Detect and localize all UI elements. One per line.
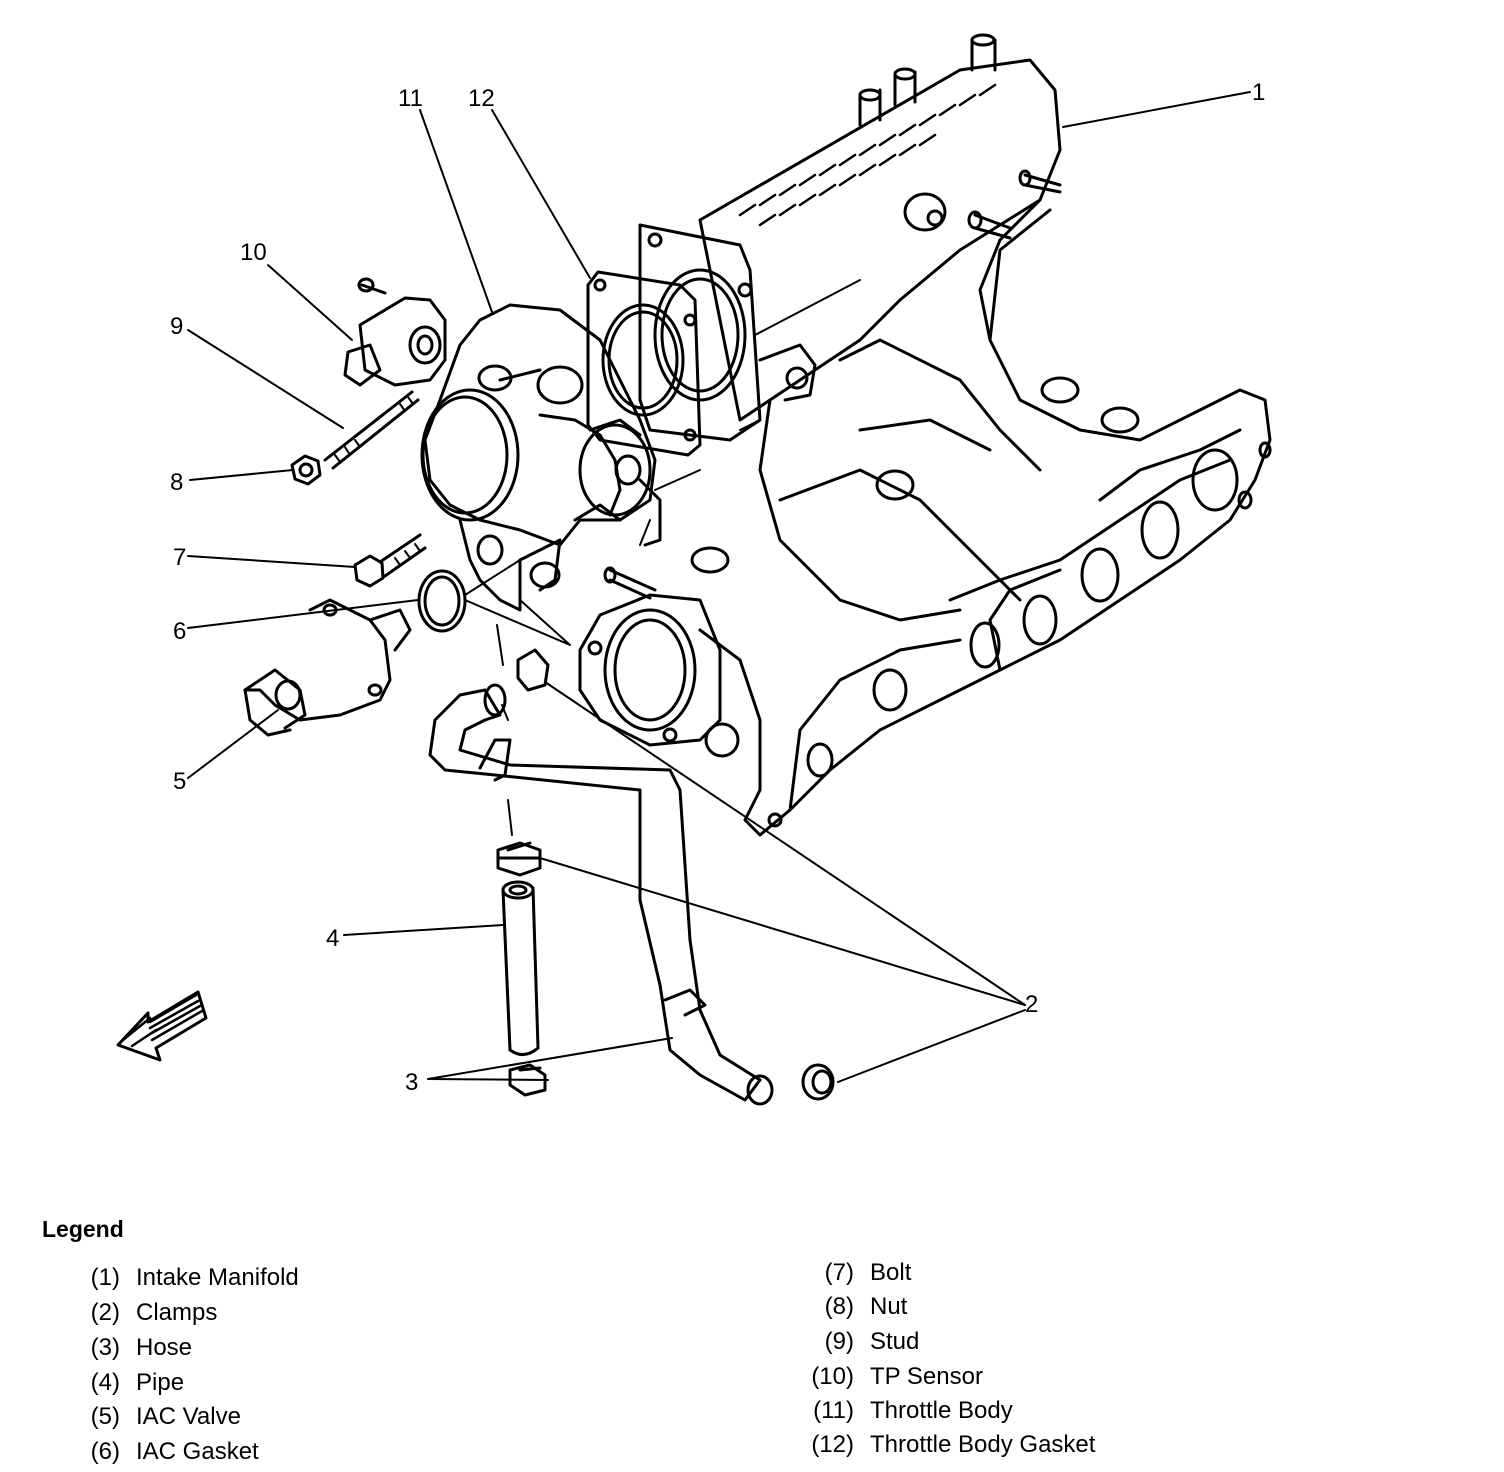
legend-item-label: Hose xyxy=(136,1334,193,1361)
bolt xyxy=(353,533,427,588)
legend-item-number: (4) xyxy=(90,1369,120,1396)
legend-item-label: Intake Manifold xyxy=(136,1264,299,1291)
callout-numbers: 1 2 3 4 5 6 7 8 9 10 11 12 xyxy=(170,79,1265,1096)
legend-item-number: (7) xyxy=(824,1259,854,1286)
assembly-lines xyxy=(464,279,861,836)
callout-6: 6 xyxy=(173,618,186,645)
callout-11: 11 xyxy=(398,85,423,112)
callout-4: 4 xyxy=(326,925,339,952)
callout-2: 2 xyxy=(1025,991,1038,1018)
legend-item-number: (12) xyxy=(811,1431,854,1458)
throttle-body xyxy=(420,303,662,612)
legend-item: (6) IAC Gasket xyxy=(64,1438,259,1466)
callout-9: 9 xyxy=(170,313,183,340)
front-arrow-icon xyxy=(116,990,208,1062)
legend-item-label: Throttle Body xyxy=(870,1397,1013,1424)
legend-title: Legend xyxy=(42,1216,124,1242)
legend-item: (1) Intake Manifold xyxy=(64,1264,299,1292)
legend-item: (7) Bolt xyxy=(798,1259,912,1287)
legend-item: (8) Nut xyxy=(798,1293,908,1321)
legend-item-label: Nut xyxy=(870,1293,908,1320)
legend-item: (11) Throttle Body xyxy=(798,1397,1013,1425)
legend-item-number: (5) xyxy=(90,1403,120,1430)
iac-gasket xyxy=(417,569,467,633)
legend-item-label: Bolt xyxy=(870,1259,912,1286)
callout-12: 12 xyxy=(468,85,495,112)
callout-3: 3 xyxy=(405,1069,418,1096)
legend-item-label: IAC Gasket xyxy=(136,1438,259,1465)
legend-item: (10) TP Sensor xyxy=(798,1363,983,1391)
hose xyxy=(428,683,774,1106)
pipe xyxy=(501,880,540,1056)
iac-valve xyxy=(243,598,412,737)
legend-item: (3) Hose xyxy=(64,1334,192,1362)
legend-item-number: (9) xyxy=(824,1328,854,1355)
legend-item-number: (11) xyxy=(813,1397,854,1424)
legend-item-label: TP Sensor xyxy=(870,1363,983,1390)
legend-item: (5) IAC Valve xyxy=(64,1403,241,1431)
callout-7: 7 xyxy=(173,544,186,571)
legend: Legend (1) Intake Manifold (2) Clamps (3) H… xyxy=(0,1200,1504,1472)
legend-item-label: IAC Valve xyxy=(136,1403,241,1430)
legend-item-number: (1) xyxy=(90,1264,120,1291)
legend-item: (4) Pipe xyxy=(64,1369,184,1397)
exploded-parts-diagram: 1 2 3 4 5 6 7 8 9 10 11 12 xyxy=(116,33,1272,1106)
legend-item-number: (2) xyxy=(90,1299,120,1326)
legend-item-number: (6) xyxy=(90,1438,120,1465)
manifold-throttle-flange xyxy=(638,223,817,442)
legend-item-label: Pipe xyxy=(136,1369,185,1396)
callout-8: 8 xyxy=(170,469,183,496)
callout-10: 10 xyxy=(240,239,267,266)
legend-item: (12) Throttle Body Gasket xyxy=(798,1431,1095,1459)
leader-lines xyxy=(187,91,1251,1083)
stud xyxy=(323,390,420,470)
clamps xyxy=(496,648,835,1101)
legend-item-number: (10) xyxy=(811,1363,854,1390)
nut xyxy=(290,454,322,486)
legend-item-label: Throttle Body Gasket xyxy=(870,1431,1096,1458)
legend-item-number: (3) xyxy=(90,1334,120,1361)
legend-item: (2) Clamps xyxy=(64,1299,218,1327)
callout-1: 1 xyxy=(1252,79,1265,106)
legend-item: (9) Stud xyxy=(798,1328,920,1356)
legend-item-label: Stud xyxy=(870,1328,920,1355)
legend-item-label: Clamps xyxy=(136,1299,218,1326)
intake-manifold xyxy=(578,33,1272,837)
legend-item-number: (8) xyxy=(824,1293,854,1320)
tp-sensor xyxy=(343,277,447,387)
callout-5: 5 xyxy=(173,768,186,795)
